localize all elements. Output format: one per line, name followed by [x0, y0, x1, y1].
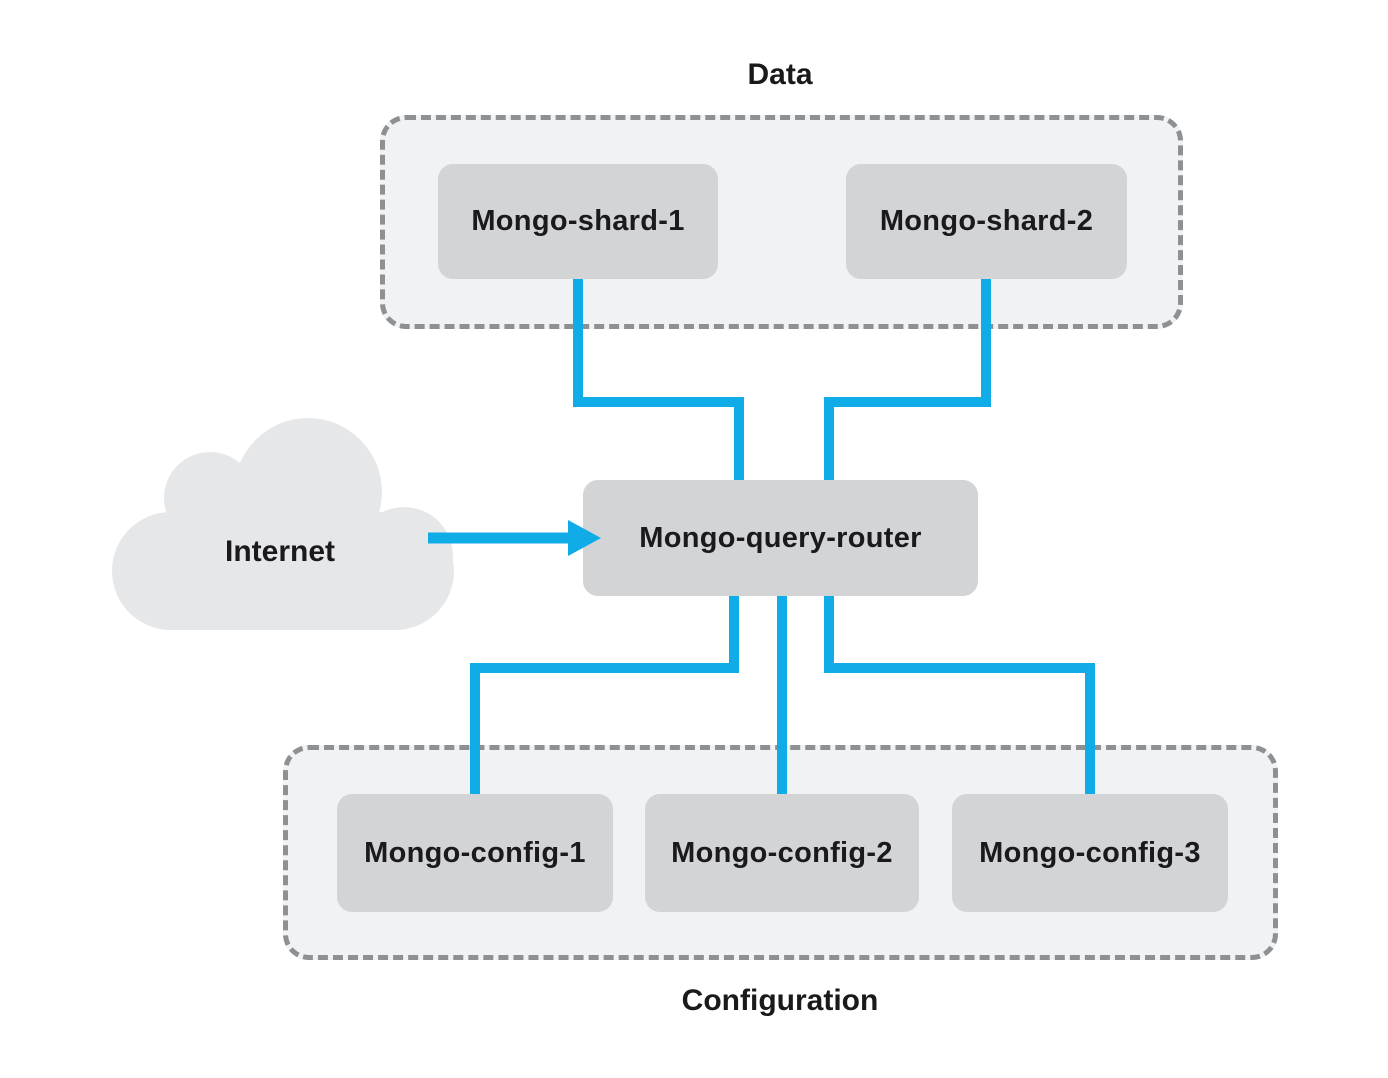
- node-mongo-shard-2: Mongo-shard-2: [846, 164, 1127, 279]
- data-group-label: Data: [747, 58, 813, 91]
- internet-label: Internet: [224, 535, 335, 568]
- node-mongo-shard-1-label: Mongo-shard-1: [471, 205, 685, 237]
- node-mongo-config-3-label: Mongo-config-3: [979, 836, 1201, 869]
- node-mongo-query-router-label: Mongo-query-router: [639, 521, 922, 554]
- node-mongo-config-3: Mongo-config-3: [952, 794, 1228, 912]
- node-mongo-config-2: Mongo-config-2: [645, 794, 919, 912]
- arrow-right-icon: [428, 520, 601, 556]
- node-mongo-shard-2-label: Mongo-shard-2: [879, 205, 1094, 237]
- internet-cloud-icon: [112, 418, 454, 630]
- node-mongo-config-2-label: Mongo-config-2: [671, 836, 893, 869]
- node-mongo-query-router: Mongo-query-router: [583, 480, 978, 596]
- node-mongo-shard-1: Mongo-shard-1: [438, 164, 718, 279]
- node-mongo-config-1: Mongo-config-1: [337, 794, 613, 912]
- configuration-group-label: Configuration: [681, 984, 879, 1017]
- node-mongo-config-1-label: Mongo-config-1: [364, 836, 586, 869]
